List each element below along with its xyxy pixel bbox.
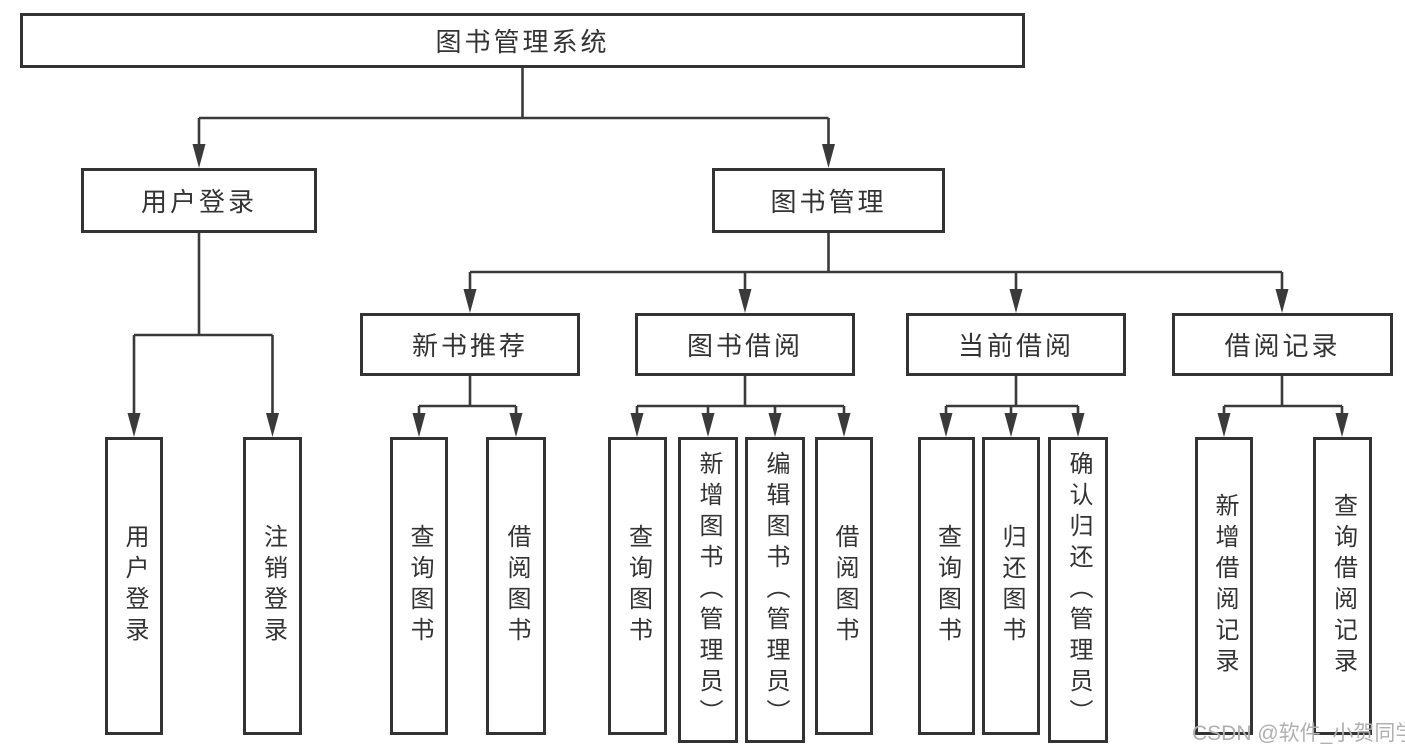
leaf-user-login-label: 用户登录 xyxy=(121,524,148,648)
leaf-query-books-recommend-label: 查询图书 xyxy=(406,524,433,648)
leaf-query-borrow-record-label: 查询借阅记录 xyxy=(1329,493,1357,679)
leaf-confirm-return-admin: 确认归还（管理员） xyxy=(1048,437,1108,743)
node-book-borrow: 图书借阅 xyxy=(635,313,855,376)
leaf-logout: 注销登录 xyxy=(243,437,302,735)
leaf-query-books-borrow: 查询图书 xyxy=(608,437,667,735)
node-new-book-recommend: 新书推荐 xyxy=(360,313,580,376)
leaf-return-books: 归还图书 xyxy=(982,437,1040,735)
leaf-borrow-books-recommend: 借阅图书 xyxy=(486,437,546,735)
node-root: 图书管理系统 xyxy=(20,13,1025,68)
connector-book-mgmt-to-level3 xyxy=(468,233,1284,303)
node-current-borrow: 当前借阅 xyxy=(906,313,1126,376)
leaf-borrow-books-recommend-label: 借阅图书 xyxy=(503,524,530,648)
connector-borrow-records-to-leaves xyxy=(1222,376,1344,427)
leaf-edit-books-admin-label: 编辑图书（管理员） xyxy=(762,450,789,730)
connector-book-borrow-to-leaves xyxy=(635,376,846,427)
leaf-add-books-admin: 新增图书（管理员） xyxy=(678,437,738,743)
node-book-management: 图书管理 xyxy=(712,168,945,233)
arrowheads xyxy=(127,144,1349,437)
node-user-login: 用户登录 xyxy=(81,168,317,233)
leaf-query-books-current-label: 查询图书 xyxy=(933,524,961,648)
leaf-add-books-admin-label: 新增图书（管理员） xyxy=(695,450,722,730)
leaf-query-books-current: 查询图书 xyxy=(918,437,975,735)
leaf-confirm-return-admin-label: 确认归还（管理员） xyxy=(1065,450,1092,730)
leaf-query-books-borrow-label: 查询图书 xyxy=(624,524,652,648)
leaf-query-books-recommend: 查询图书 xyxy=(390,437,448,735)
leaf-add-borrow-record: 新增借阅记录 xyxy=(1195,437,1253,735)
leaf-user-login: 用户登录 xyxy=(105,437,163,735)
connector-new-book-to-leaves xyxy=(417,376,518,427)
watermark: CSDN @软件_小贺同学 xyxy=(1192,722,1405,745)
leaf-return-books-label: 归还图书 xyxy=(998,524,1025,648)
leaf-logout-label: 注销登录 xyxy=(259,524,287,648)
connector-user-login-to-leaves xyxy=(132,233,274,427)
leaf-edit-books-admin: 编辑图书（管理员） xyxy=(745,437,805,743)
node-borrow-records: 借阅记录 xyxy=(1172,313,1393,376)
connector-root-to-level2 xyxy=(197,68,830,158)
leaf-borrow-books: 借阅图书 xyxy=(815,437,873,735)
leaf-borrow-books-label: 借阅图书 xyxy=(831,524,858,648)
leaf-query-borrow-record: 查询借阅记录 xyxy=(1313,437,1372,735)
leaf-add-borrow-record-label: 新增借阅记录 xyxy=(1211,493,1238,679)
